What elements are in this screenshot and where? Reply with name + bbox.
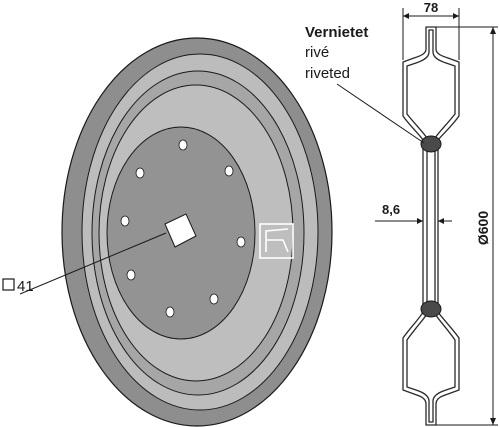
profile-rivet-lower bbox=[420, 300, 442, 318]
square-hole-size-label: 41 bbox=[17, 278, 34, 295]
disc-front-view bbox=[61, 37, 333, 427]
diameter-dimension bbox=[436, 26, 498, 426]
rivet-hole bbox=[135, 167, 145, 179]
profile-outline-outer bbox=[402, 26, 460, 426]
rivet-holes bbox=[120, 139, 246, 318]
square-symbol-icon bbox=[2, 278, 15, 291]
rivet-leader bbox=[336, 83, 425, 144]
width-dimension bbox=[402, 8, 460, 60]
profile-outline-inner bbox=[406, 29, 456, 423]
width-label: 78 bbox=[424, 0, 438, 15]
square-hole-leader bbox=[19, 232, 167, 295]
thickness-dimension bbox=[375, 218, 452, 224]
diameter-label: Ø600 bbox=[475, 211, 491, 245]
rivet-hole bbox=[224, 165, 234, 177]
rivet-title-label: Vernietet bbox=[305, 24, 368, 41]
disc-profile-view bbox=[402, 26, 460, 426]
brand-logo-mark bbox=[259, 223, 294, 259]
rivet-hole bbox=[209, 293, 219, 305]
rivet-hole bbox=[236, 236, 246, 248]
rivet-hole bbox=[165, 306, 175, 318]
profile-rivet-upper bbox=[420, 135, 442, 153]
square-center-hole bbox=[164, 213, 197, 248]
thickness-label: 8,6 bbox=[382, 202, 400, 217]
rivet-hole bbox=[126, 269, 136, 281]
rivet-hole bbox=[178, 139, 188, 151]
rivet-hole bbox=[120, 215, 130, 227]
rivet-french-label: rivé bbox=[305, 44, 329, 61]
rivet-english-label: riveted bbox=[305, 65, 350, 82]
